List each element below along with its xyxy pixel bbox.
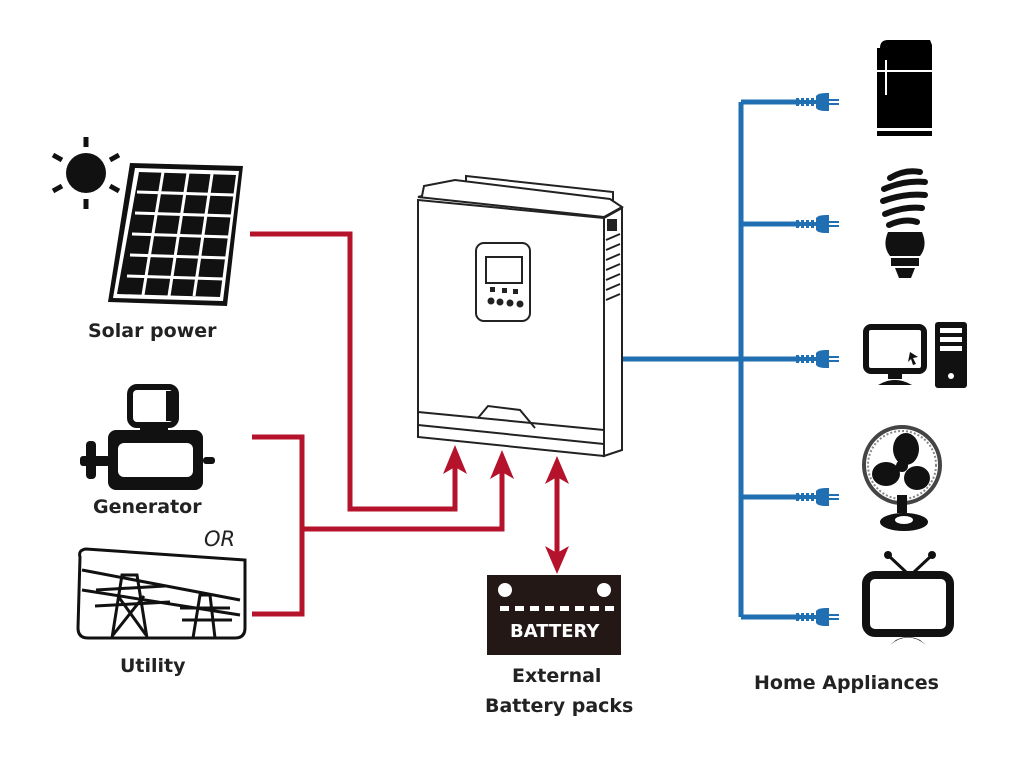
arrow-down-icon [545, 546, 569, 574]
or-label: OR [204, 527, 236, 551]
arrow-up-icon [545, 456, 569, 484]
solar-power-label: Solar power [88, 320, 217, 342]
power-tower-icon [76, 547, 247, 640]
inverter-icon [417, 174, 624, 458]
generator-icon [80, 384, 215, 490]
utility-label: Utility [120, 655, 186, 677]
plug-icon [794, 350, 839, 368]
solar-panel-icon [108, 163, 243, 306]
cfl-bulb-icon [880, 168, 928, 278]
generator-label: Generator [93, 496, 202, 518]
sun-icon [51, 137, 121, 209]
arrow-up-icon [490, 450, 514, 479]
external-label: External [512, 665, 602, 687]
battery-packs-label: Battery packs [485, 695, 634, 717]
home-appliances-label: Home Appliances [754, 672, 939, 694]
plug-icon [794, 215, 839, 233]
appliance-bus-line [606, 99, 800, 620]
refrigerator-icon [877, 40, 932, 136]
arrow-up-icon [443, 445, 467, 474]
solar-connection-line [250, 231, 458, 512]
computer-icon [863, 322, 967, 388]
battery-icon [487, 575, 621, 655]
plug-icon [794, 93, 839, 111]
battery-icon-text: BATTERY [510, 621, 600, 642]
tv-icon [862, 551, 954, 645]
grid-connection-line [252, 434, 505, 617]
plug-icon [794, 488, 839, 506]
fan-icon [862, 425, 942, 531]
plug-icon [794, 608, 839, 626]
